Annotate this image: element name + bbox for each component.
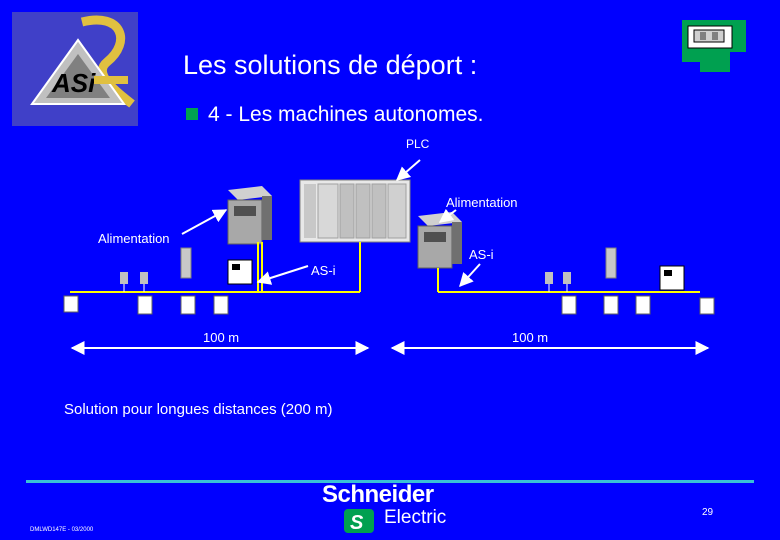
label-alimentation-left: Alimentation xyxy=(98,231,170,246)
right-asi-slaves xyxy=(545,247,715,315)
label-distance-left: 100 m xyxy=(203,330,240,345)
plc-rack xyxy=(299,179,411,243)
subtitle: 4 - Les machines autonomes. xyxy=(186,103,483,127)
page-number: 29 xyxy=(702,507,714,518)
footer-rule xyxy=(26,480,754,483)
schneider-electric-logo: S xyxy=(322,481,452,537)
pcb-card-icon xyxy=(680,20,746,72)
svg-text:ASi: ASi xyxy=(51,68,96,98)
bullet-square-icon xyxy=(186,108,198,120)
label-asi-right: AS-i xyxy=(469,247,494,262)
label-distance-right: 100 m xyxy=(512,330,549,345)
power-supply-right xyxy=(417,212,462,269)
doc-code: DMLWD147E - 03/2000 xyxy=(30,527,94,533)
page-title: Les solutions de déport : xyxy=(183,50,478,80)
label-asi-left: AS-i xyxy=(311,263,336,278)
power-supply-left xyxy=(227,186,272,245)
footnote: Solution pour longues distances (200 m) xyxy=(64,401,333,418)
label-alimentation-right: Alimentation xyxy=(446,195,518,210)
subtitle-text: 4 - Les machines autonomes. xyxy=(208,103,484,126)
brand-name: Schneider xyxy=(322,481,434,508)
asi-interface-logo: ASi xyxy=(12,12,138,126)
brand-subname: Electric xyxy=(384,507,447,528)
label-plc: PLC xyxy=(406,137,430,151)
left-asi-slaves xyxy=(63,247,253,315)
svg-text:S: S xyxy=(350,512,364,534)
